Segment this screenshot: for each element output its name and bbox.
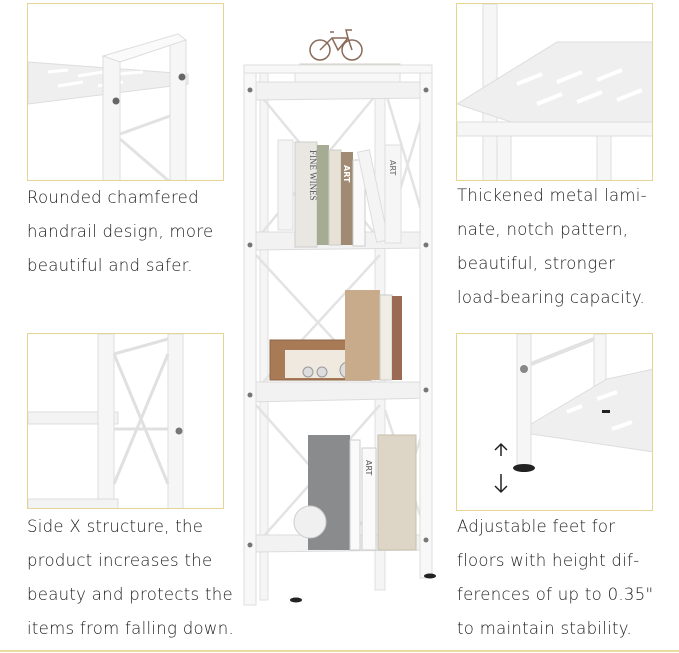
caption-line: Side X structure, the <box>27 517 204 536</box>
caption-line: floors with height dif- <box>457 551 640 570</box>
bookshelf-product-image: FINE WINES ART ART ART <box>243 29 436 606</box>
caption-line: handrail design, more <box>27 222 214 241</box>
caption-line: to maintain stability. <box>457 619 633 638</box>
caption-line: items from falling down. <box>27 619 235 638</box>
caption-line: Adjustable feet for <box>457 517 616 536</box>
caption-line: beauty and protects the <box>27 585 233 604</box>
caption-line: product increases the <box>27 551 213 570</box>
feature-caption-side-x: Side X structure, the product increases … <box>27 510 234 646</box>
caption-line: beautiful, stronger <box>457 254 616 273</box>
caption-line: load-bearing capacity. <box>457 288 646 307</box>
caption-line: Thickened metal lami- <box>457 186 647 205</box>
book-spine-art: ART <box>388 160 397 175</box>
caption-line: nate, notch pattern, <box>457 220 629 239</box>
caption-line: ferences of up to 0.35" <box>457 585 654 604</box>
caption-line: Rounded chamfered <box>27 188 199 207</box>
feet-detail-image <box>456 333 653 511</box>
handrail-detail-image <box>27 3 224 181</box>
caption-line: beautiful and safer. <box>27 256 193 275</box>
feature-caption-laminate: Thickened metal lami- nate, notch patter… <box>457 179 647 315</box>
bicycle-decor <box>309 29 363 61</box>
feature-caption-feet: Adjustable feet for floors with height d… <box>457 510 653 646</box>
feature-caption-handrail: Rounded chamfered handrail design, more … <box>27 181 214 283</box>
book-spine-art: ART <box>342 165 351 183</box>
side-x-detail-image <box>27 333 224 509</box>
up-down-arrow-icon <box>494 442 508 494</box>
bottom-divider <box>0 650 679 652</box>
laminate-detail-image <box>456 3 653 181</box>
book-spine-fine-wines: FINE WINES <box>308 150 318 201</box>
adjustable-foot <box>513 464 535 472</box>
book-spine-art: ART <box>364 460 373 475</box>
